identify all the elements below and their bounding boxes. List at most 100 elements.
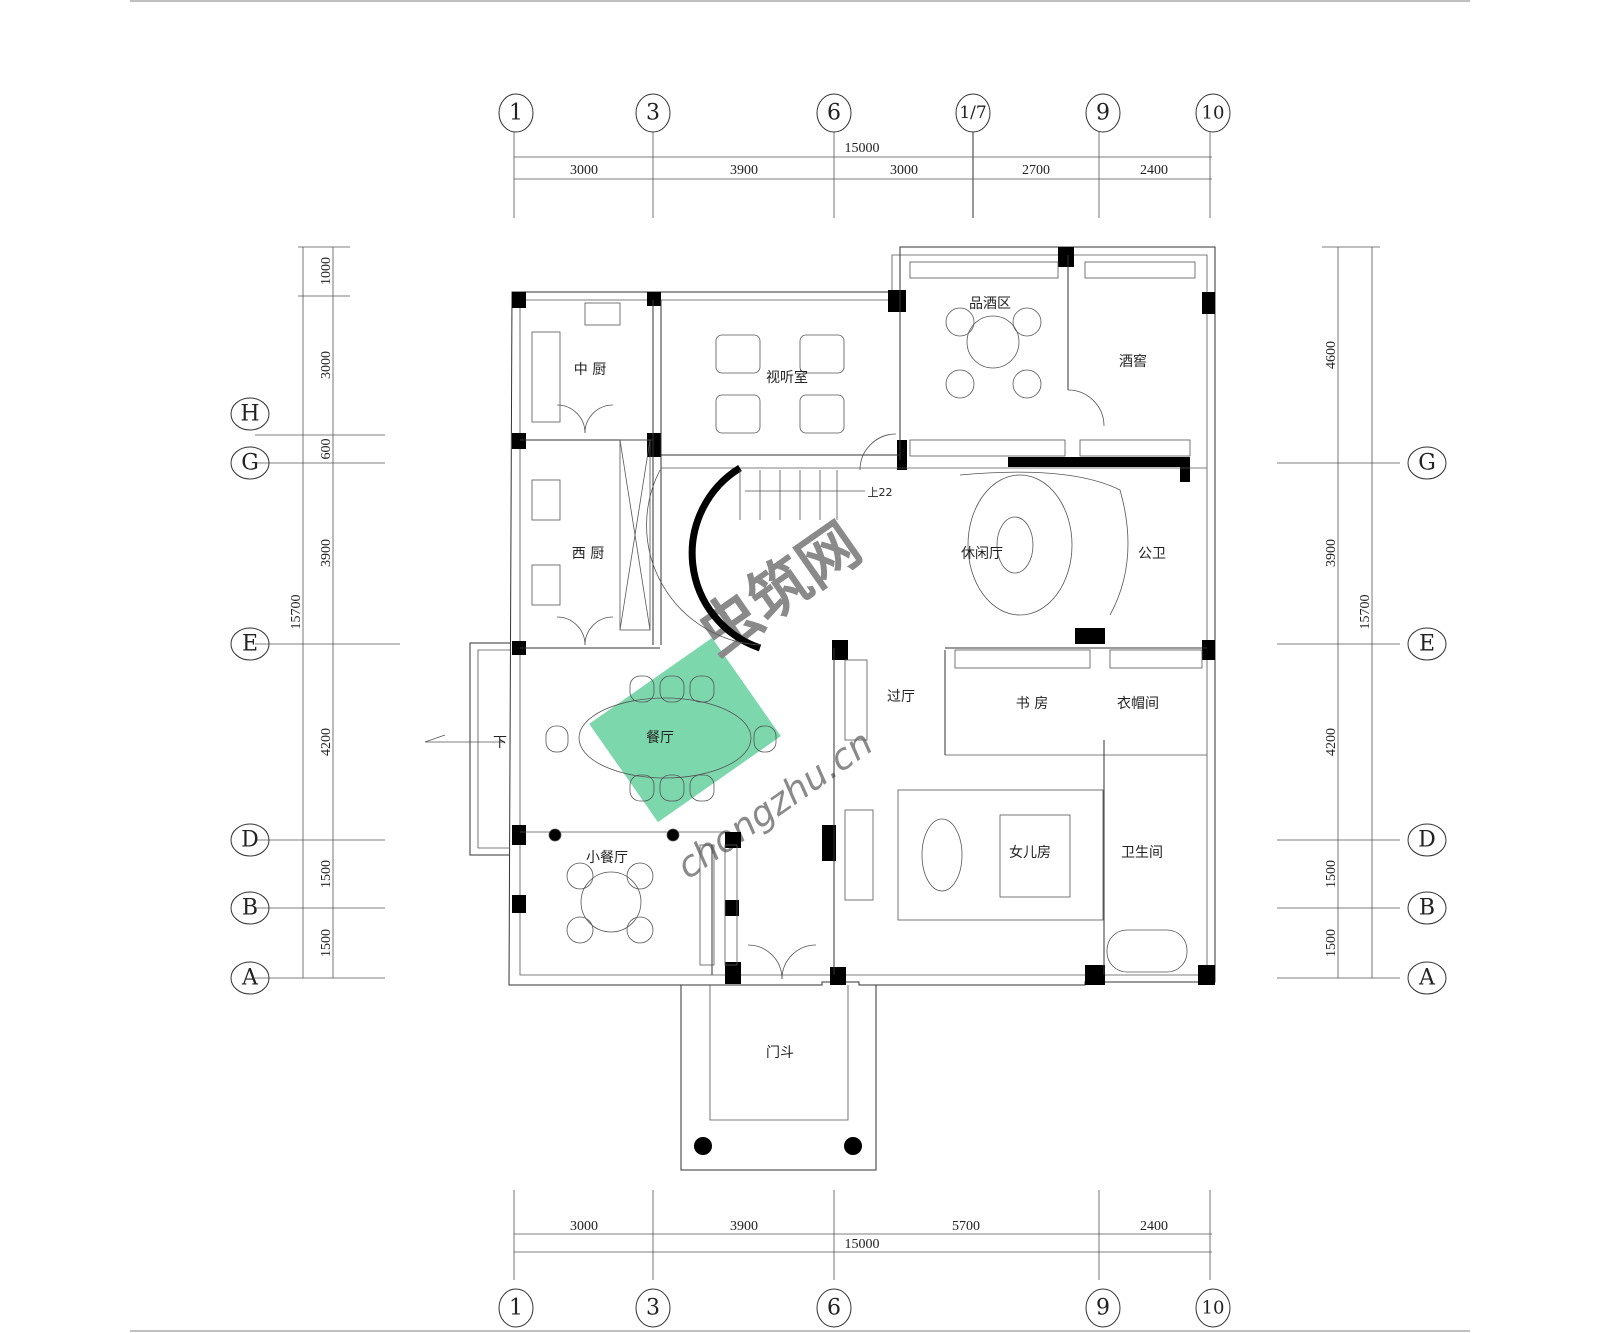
label: 10 (1202, 1298, 1225, 1319)
plan-line (566, 307, 1042, 944)
plan-line (844, 809, 874, 901)
plan-line (966, 315, 1020, 369)
plan-line (531, 479, 561, 521)
plan-line (498, 93, 534, 133)
plan-line (635, 1288, 671, 1328)
plan-line (548, 828, 562, 842)
plan-line (629, 774, 655, 802)
plan-line (566, 862, 594, 890)
plan-line (584, 302, 621, 326)
plan-line (477, 649, 510, 849)
label: D (241, 828, 259, 853)
plan-line (945, 369, 975, 399)
plan-line (1180, 457, 1190, 482)
top-axis: 1 3 6 1/7 9 10 15000 3000 3900 3000 2700… (498, 93, 1231, 218)
plan-line (1012, 307, 1042, 337)
axis-bubble: B (1407, 891, 1447, 925)
axis-bubble: 1 (498, 1288, 534, 1328)
plan-line (999, 814, 1071, 898)
plan-line (1407, 823, 1447, 857)
plan-line (689, 675, 715, 703)
plan-line (230, 627, 270, 661)
label: G (1418, 451, 1436, 476)
axis-bubble: D (230, 823, 270, 857)
plan-line (230, 961, 270, 995)
label: 2400 (1140, 1219, 1168, 1234)
plan-line (584, 404, 614, 434)
plan-line (512, 433, 526, 449)
room-label: 门斗 (766, 1045, 794, 1061)
plan-line (1058, 247, 1074, 267)
room-label: 品酒区 (969, 296, 1011, 312)
label: 15700 (289, 595, 304, 630)
axis-bubble: B (230, 891, 270, 925)
plan-line (1198, 965, 1215, 985)
axis-bubble: 9 (1085, 1288, 1121, 1328)
plan-line (830, 967, 846, 985)
left-axis: 1000 3000 600 3900 4200 1500 1500 15700 … (230, 246, 400, 995)
label: 3 (646, 101, 660, 126)
room-label: 下 (493, 735, 507, 751)
plan-line (1202, 640, 1215, 660)
plan-line (709, 985, 849, 1121)
plan-line (1407, 627, 1447, 661)
plan-line (1195, 93, 1231, 133)
label: 2400 (1140, 163, 1168, 178)
plan-line (1407, 446, 1447, 480)
plan-line (545, 675, 777, 802)
plan-line (1008, 457, 1188, 467)
plan-line (822, 825, 836, 861)
room-label: 卫生间 (1121, 845, 1163, 861)
plan-line (921, 818, 963, 892)
plan-line (699, 844, 715, 966)
plan-line (832, 640, 848, 660)
plan-line (629, 675, 655, 703)
label: H (240, 402, 259, 427)
doors (556, 389, 1105, 980)
axis-bubble: 10 (1195, 1288, 1231, 1328)
plan-line (844, 1137, 862, 1155)
plan-line (230, 397, 270, 431)
plan-line (1084, 261, 1196, 279)
plan-line (566, 916, 594, 944)
plan-line (1067, 389, 1105, 427)
axis-bubble: E (1407, 627, 1447, 661)
plan-line (954, 649, 1091, 669)
axis-bubble: 1 (498, 93, 534, 133)
axis-bubble: H (230, 397, 270, 431)
room-label: 过厅 (887, 689, 915, 705)
room-label: 公卫 (1138, 546, 1166, 562)
label: 10 (1202, 103, 1225, 124)
plan-line (619, 261, 1203, 966)
plan-line (909, 261, 1059, 279)
axis-bubble: 10 (1195, 93, 1231, 133)
building-walls (424, 246, 1216, 1171)
label: 1 (509, 1296, 523, 1321)
room-label: 书 房 (1016, 696, 1048, 712)
plan-line (747, 944, 783, 980)
label: 6 (827, 101, 841, 126)
plan-line (725, 900, 739, 916)
furniture (531, 302, 1188, 973)
plan-line (469, 642, 510, 856)
label: 3000 (890, 163, 918, 178)
plan-line (1085, 93, 1121, 133)
label: 3900 (319, 539, 334, 567)
plan-line (859, 433, 897, 471)
bottom-axis: 3000 3900 5700 2400 15000 1 3 6 9 10 (498, 1190, 1231, 1328)
plan-line (753, 725, 777, 753)
room-label: 西 厨 (572, 546, 604, 562)
label: 2700 (1022, 163, 1050, 178)
plan-line (626, 916, 654, 944)
room-label: 衣帽间 (1117, 696, 1159, 712)
plan-line (1202, 292, 1215, 314)
axis-bubble: 1/7 (955, 93, 991, 133)
plan-line (1075, 628, 1105, 644)
plan-line (556, 616, 586, 646)
plan-line (799, 334, 845, 374)
plan-line (1407, 961, 1447, 995)
plan-line (1079, 439, 1191, 457)
label: 1500 (1324, 860, 1339, 888)
label: A (241, 966, 259, 991)
plan-line (659, 774, 685, 802)
